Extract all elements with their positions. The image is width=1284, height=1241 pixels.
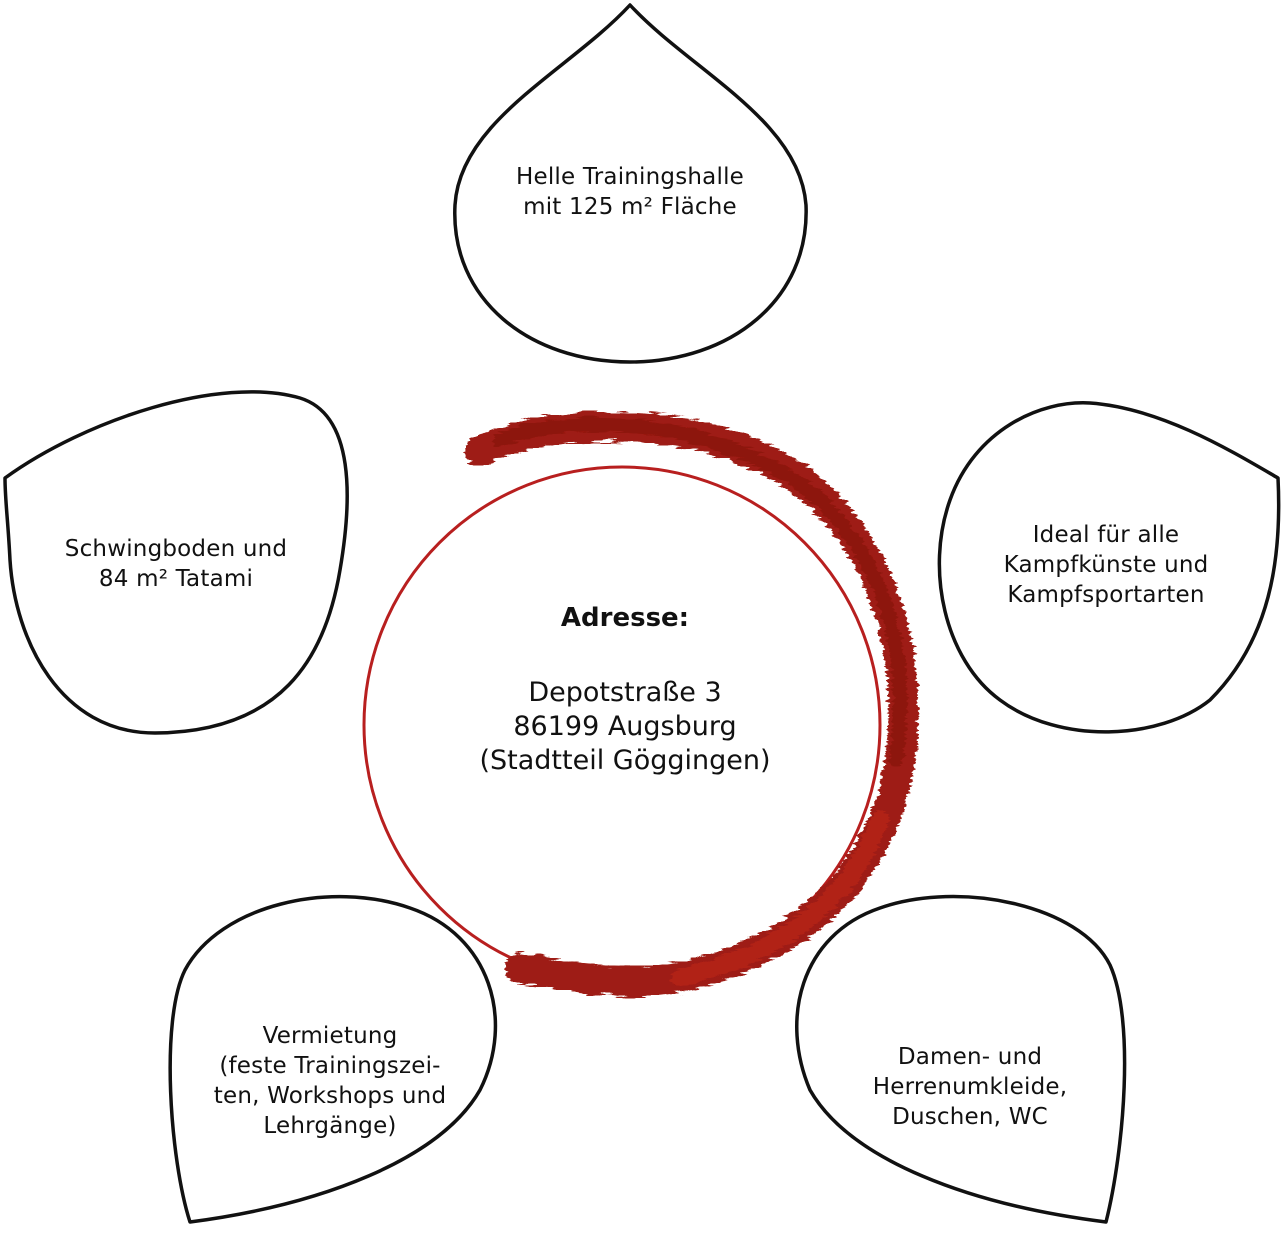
petal-top-line-1: Helle Trainingshalle xyxy=(515,164,745,190)
petal-right-line-1: Ideal für alle xyxy=(1032,522,1180,548)
address-city: 86199 Augsburg xyxy=(513,711,737,742)
petal-bottom-left-shape xyxy=(168,894,498,1224)
petal-bottom-left-line-2: (feste Trainingszei- xyxy=(219,1053,441,1079)
petal-top-text: Helle Trainingshalle mit 125 m² Fläche xyxy=(480,162,780,222)
brush-stroke xyxy=(465,411,919,997)
petal-bottom-left-line-3: ten, Workshops und xyxy=(213,1083,447,1109)
petal-bottom-right-text: Damen- und Herrenumkleide, Duschen, WC xyxy=(820,1042,1120,1132)
petal-bottom-right-line-1: Damen- und xyxy=(897,1044,1043,1070)
address-street: Depotstraße 3 xyxy=(528,677,722,708)
petal-right-text: Ideal für alle Kampfkünste und Kampfspor… xyxy=(956,520,1256,610)
petal-top-line-2: mit 125 m² Fläche xyxy=(523,194,737,220)
petal-bottom-left-text: Vermietung (feste Trainingszei- ten, Wor… xyxy=(180,1021,480,1141)
petal-left-line-1: Schwingboden und xyxy=(64,536,288,562)
petal-bottom-right-shape xyxy=(795,894,1127,1224)
address-block: Adresse: Depotstraße 3 86199 Augsburg (S… xyxy=(430,600,820,778)
petal-bottom-left-line-4: Lehrgänge) xyxy=(263,1113,397,1139)
petal-left-text: Schwingboden und 84 m² Tatami xyxy=(26,534,326,594)
petal-left-shape xyxy=(3,390,349,735)
petal-bottom-right-line-3: Duschen, WC xyxy=(892,1104,1048,1130)
address-heading: Adresse: xyxy=(560,603,690,633)
petal-bottom-left-line-1: Vermietung xyxy=(262,1023,398,1049)
address-district: (Stadtteil Göggingen) xyxy=(479,745,771,776)
petal-right-line-2: Kampfkünste und xyxy=(1003,552,1209,578)
petal-bottom-right-line-2: Herrenumkleide, xyxy=(872,1074,1068,1100)
petal-right-line-3: Kampfsportarten xyxy=(1007,582,1205,608)
petal-top-shape xyxy=(453,3,808,364)
petal-left-line-2: 84 m² Tatami xyxy=(98,566,254,592)
petal-right-shape xyxy=(937,401,1281,734)
